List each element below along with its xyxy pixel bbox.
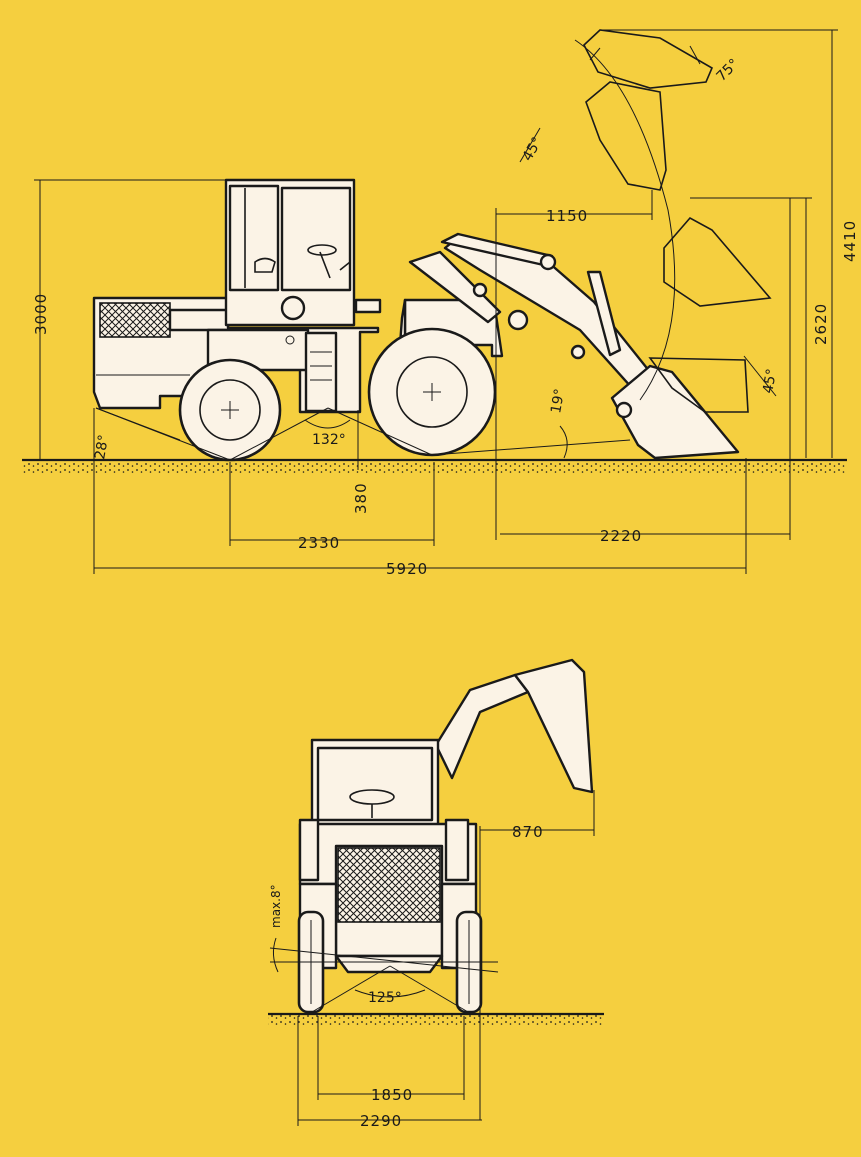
bucket-positions bbox=[574, 29, 772, 413]
dim-dump-height: 2620 bbox=[812, 303, 830, 345]
dim-track-width: 1850 bbox=[371, 1086, 413, 1104]
dim-wheelbase: 2330 bbox=[298, 534, 340, 552]
dim-ground-clearance: 380 bbox=[352, 482, 370, 514]
angle-oscillation: max.8° bbox=[269, 884, 283, 928]
angle-rear-departure: 28° bbox=[92, 433, 112, 460]
front-view: 870 1850 2290 max.8° 125° bbox=[268, 658, 604, 1130]
side-view: 3000 4410 2620 1150 380 2330 2220 5920 2… bbox=[22, 29, 859, 578]
front-wheel bbox=[367, 327, 497, 457]
side-dimension-lines bbox=[34, 29, 838, 574]
front-geometry-lines bbox=[269, 937, 499, 1013]
operator-cab bbox=[224, 178, 356, 327]
rear-wheel bbox=[178, 358, 282, 462]
dim-overall-width: 2290 bbox=[360, 1112, 402, 1130]
angle-approach: 19° bbox=[548, 387, 568, 414]
dim-bucket-offset: 870 bbox=[512, 823, 544, 841]
front-cab bbox=[310, 738, 440, 828]
dim-max-height: 4410 bbox=[841, 220, 859, 262]
angle-dump: 45° bbox=[520, 134, 546, 164]
angle-steering: 125° bbox=[368, 990, 402, 1006]
cab-headlight bbox=[280, 295, 306, 321]
angle-articulation: 132° bbox=[312, 432, 346, 448]
front-ground bbox=[268, 1012, 604, 1026]
bucket-ground bbox=[610, 364, 740, 460]
dim-overall-length: 5920 bbox=[386, 560, 428, 578]
dim-reach: 1150 bbox=[546, 207, 588, 225]
front-dimension-lines bbox=[297, 790, 595, 1126]
dim-front-overhang: 2220 bbox=[600, 527, 642, 545]
front-body bbox=[298, 818, 478, 974]
dim-overall-height: 3000 bbox=[32, 293, 50, 335]
side-geometry-lines bbox=[95, 45, 777, 461]
front-grille bbox=[337, 847, 441, 923]
angle-rollback: 45° bbox=[760, 367, 780, 394]
radiator-grille bbox=[99, 302, 171, 338]
angle-tip-back: 75° bbox=[714, 56, 743, 85]
front-loader-arm bbox=[434, 658, 594, 794]
